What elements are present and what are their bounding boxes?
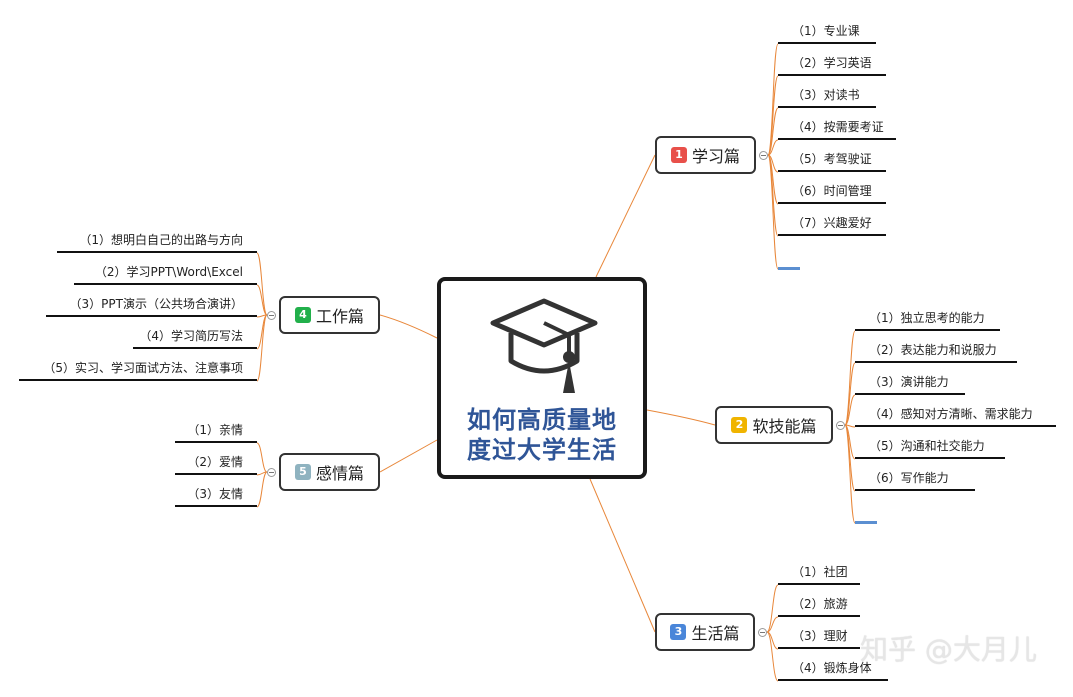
leaf-soft-3[interactable]: （3）演讲能力 — [855, 371, 965, 395]
link-work-leaf-5 — [256, 314, 268, 382]
collapse-toggle-study[interactable] — [759, 151, 768, 160]
link-work-leaf-1 — [256, 252, 268, 316]
link-study-leaf-8 — [767, 154, 779, 270]
collapse-toggle-work[interactable] — [267, 311, 276, 320]
leaf-stub-soft — [855, 521, 877, 524]
center-title-line1: 如何高质量地 — [467, 406, 617, 434]
link-center-life — [589, 478, 656, 633]
link-life-leaf-1 — [766, 584, 779, 633]
link-soft-leaf-3 — [844, 394, 856, 426]
graduation-cap-icon — [490, 298, 598, 393]
branch-soft-skills-label: 软技能篇 — [752, 417, 817, 436]
branch-emotion[interactable]: 5 感情篇 — [279, 453, 380, 491]
leaf-emotion-3[interactable]: （3）友情 — [175, 483, 257, 507]
leaf-work-3[interactable]: （3）PPT演示（公共场合演讲） — [46, 293, 257, 317]
link-study-leaf-4 — [767, 139, 779, 156]
leaf-life-3[interactable]: （3）理财 — [778, 625, 860, 649]
leaf-soft-4[interactable]: （4）感知对方清晰、需求能力 — [855, 403, 1056, 427]
leaf-work-2[interactable]: （2）学习PPT\Word\Excel — [74, 261, 257, 285]
priority-4-badge: 4 — [294, 307, 311, 323]
branch-soft-skills[interactable]: 2 软技能篇 — [715, 406, 833, 444]
leaf-study-3[interactable]: （3）对读书 — [778, 84, 876, 108]
branch-work-label: 工作篇 — [315, 307, 364, 326]
link-soft-leaf-7 — [844, 424, 856, 524]
link-study-leaf-1 — [767, 43, 779, 156]
priority-2-badge: 2 — [731, 417, 748, 433]
link-center-soft — [646, 409, 716, 426]
leaf-study-7[interactable]: （7）兴趣爱好 — [778, 212, 886, 236]
priority-3-badge: 3 — [670, 624, 687, 640]
leaf-study-4[interactable]: （4）按需要考证 — [778, 116, 896, 140]
collapse-toggle-life[interactable] — [758, 628, 767, 637]
branch-life-label: 生活篇 — [691, 624, 740, 643]
link-emotion-leaf-1 — [256, 442, 268, 473]
leaf-work-5[interactable]: （5）实习、学习面试方法、注意事项 — [19, 357, 257, 381]
leaf-emotion-1[interactable]: （1）亲情 — [175, 419, 257, 443]
leaf-soft-5[interactable]: （5）沟通和社交能力 — [855, 435, 1005, 459]
link-life-leaf-2 — [766, 616, 779, 633]
priority-5-badge: 5 — [294, 464, 311, 480]
leaf-work-4[interactable]: （4）学习简历写法 — [133, 325, 257, 349]
branch-study[interactable]: 1 学习篇 — [655, 136, 756, 174]
branch-emotion-label: 感情篇 — [315, 464, 364, 483]
link-center-work — [379, 314, 438, 339]
center-title-line2: 度过大学生活 — [467, 436, 617, 464]
link-soft-leaf-2 — [844, 362, 856, 426]
link-work-leaf-2 — [256, 284, 268, 316]
branch-life[interactable]: 3 生活篇 — [655, 613, 755, 651]
leaf-soft-1[interactable]: （1）独立思考的能力 — [855, 307, 1000, 331]
link-study-leaf-7 — [767, 154, 779, 237]
leaf-work-1[interactable]: （1）想明白自己的出路与方向 — [57, 229, 257, 253]
collapse-toggle-emotion[interactable] — [267, 468, 276, 477]
leaf-study-5[interactable]: （5）考驾驶证 — [778, 148, 886, 172]
center-topic[interactable]: 如何高质量地 度过大学生活 — [437, 277, 647, 479]
leaf-study-2[interactable]: （2）学习英语 — [778, 52, 886, 76]
collapse-toggle-soft-skills[interactable] — [836, 421, 845, 430]
branch-study-label: 学习篇 — [691, 147, 740, 166]
link-life-leaf-4 — [766, 631, 779, 682]
link-center-study — [595, 154, 656, 278]
leaf-soft-2[interactable]: （2）表达能力和说服力 — [855, 339, 1017, 363]
leaf-soft-6[interactable]: （6）写作能力 — [855, 467, 975, 491]
leaf-emotion-2[interactable]: （2）爱情 — [175, 451, 257, 475]
link-center-emotion — [379, 439, 438, 473]
link-study-leaf-3 — [767, 107, 779, 156]
leaf-life-2[interactable]: （2）旅游 — [778, 593, 860, 617]
branch-work[interactable]: 4 工作篇 — [279, 296, 380, 334]
watermark-text: 知乎 @大月儿 — [860, 633, 1037, 666]
leaf-life-4[interactable]: （4）锻炼身体 — [778, 657, 888, 681]
leaf-study-1[interactable]: （1）专业课 — [778, 20, 876, 44]
leaf-stub-study — [778, 267, 800, 270]
leaf-life-1[interactable]: （1）社团 — [778, 561, 860, 585]
link-emotion-leaf-3 — [256, 471, 268, 508]
priority-1-badge: 1 — [670, 147, 687, 163]
leaf-study-6[interactable]: （6）时间管理 — [778, 180, 886, 204]
link-study-leaf-2 — [767, 75, 779, 156]
